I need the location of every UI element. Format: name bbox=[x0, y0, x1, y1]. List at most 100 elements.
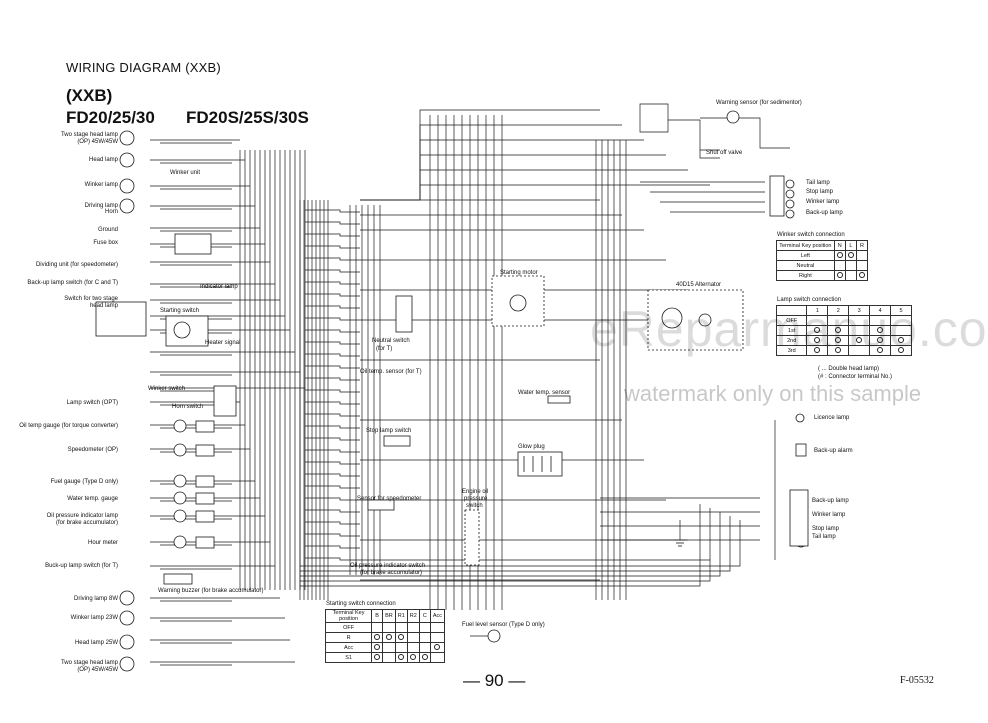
glow-plug-block bbox=[517, 451, 563, 477]
lamp-housing bbox=[789, 489, 809, 547]
table-row-label: OFF bbox=[324, 622, 373, 633]
wire bbox=[360, 184, 710, 201]
wire bbox=[699, 149, 720, 159]
wire bbox=[305, 257, 360, 261]
connection-dot bbox=[898, 336, 905, 343]
table-cell bbox=[382, 632, 396, 643]
table-cell bbox=[844, 270, 857, 281]
table-cell bbox=[394, 632, 408, 643]
table-cell bbox=[418, 652, 431, 663]
table-cell bbox=[429, 642, 446, 653]
connection-dot bbox=[858, 271, 865, 278]
left-component-label: Water temp. gauge bbox=[67, 496, 118, 502]
table-cell bbox=[382, 652, 396, 663]
table-cell bbox=[833, 250, 846, 261]
left-component-label: Head lamp 25W bbox=[74, 640, 118, 646]
wire bbox=[305, 209, 360, 213]
lamp-symbol bbox=[119, 656, 135, 672]
water-sensor-symbol bbox=[547, 395, 571, 404]
connection-dot bbox=[410, 653, 417, 660]
connection-dot bbox=[814, 346, 821, 353]
center-component-label: Oil pressure indicator switch bbox=[350, 563, 426, 569]
buzzer-box bbox=[163, 573, 193, 585]
diagram-title: WIRING DIAGRAM (XXB) bbox=[66, 60, 221, 75]
table-cell bbox=[855, 250, 869, 261]
wire bbox=[305, 293, 360, 297]
left-component-label: Ground bbox=[97, 227, 118, 233]
wire bbox=[305, 413, 360, 417]
left-component-label: Hour meter bbox=[87, 540, 118, 546]
gauge-connector bbox=[195, 420, 215, 433]
gauge-symbol bbox=[173, 474, 187, 488]
wire bbox=[305, 329, 360, 333]
lamp-symbol bbox=[785, 179, 795, 189]
table-cell bbox=[833, 260, 846, 271]
wire bbox=[305, 485, 360, 489]
stop-lamp-switch-box bbox=[383, 435, 411, 447]
connection-dot bbox=[374, 643, 381, 650]
center-component-label: Fuel level sensor (Type D only) bbox=[462, 622, 545, 628]
left-component-label: Horn bbox=[104, 209, 118, 215]
oil-switch-block bbox=[464, 509, 480, 566]
gauge-symbol bbox=[173, 535, 187, 549]
lamp-symbol bbox=[785, 209, 795, 219]
right-component-label: Winker lamp bbox=[806, 199, 840, 205]
connection-dot bbox=[836, 251, 843, 258]
center-component-label: Horn switch bbox=[172, 404, 204, 410]
table-row-label: 3rd bbox=[775, 345, 808, 356]
lamp-table-title: Lamp switch connection bbox=[777, 297, 842, 303]
right-component-label: Back-up lamp bbox=[806, 210, 843, 216]
wire bbox=[305, 437, 360, 441]
right-component-label: Shut off valve bbox=[706, 150, 743, 156]
starting-table-title: Starting switch connection bbox=[326, 601, 396, 607]
fuse-box bbox=[174, 233, 212, 255]
gauge-symbol bbox=[173, 509, 187, 523]
table-header-cell: B bbox=[371, 609, 384, 623]
lamp-symbol bbox=[119, 152, 135, 168]
table-cell bbox=[394, 652, 408, 663]
table-header-cell: Acc bbox=[429, 609, 446, 623]
left-component-sublabel: head lamp bbox=[89, 303, 118, 309]
table-row-label: Left bbox=[776, 250, 835, 261]
wire bbox=[305, 401, 360, 405]
table-cell bbox=[406, 632, 420, 643]
table-cell bbox=[855, 260, 869, 271]
table-cell bbox=[855, 270, 869, 281]
wire bbox=[305, 269, 360, 273]
center-component-label: Neutral switch bbox=[372, 338, 410, 344]
connection-dot bbox=[898, 346, 905, 353]
center-component-label: Winker switch bbox=[148, 386, 186, 392]
wire bbox=[300, 516, 731, 572]
table-header-cell: BR bbox=[382, 609, 396, 623]
wire bbox=[305, 365, 360, 369]
lamp-symbol bbox=[119, 178, 135, 194]
right-component-label: Tail lamp bbox=[812, 534, 836, 540]
connection-dot bbox=[856, 336, 863, 343]
connection-dot bbox=[814, 336, 821, 343]
left-component-label: Oil temp gauge (for torque converter) bbox=[19, 423, 118, 429]
left-component-sublabel: (OP) 45W/45W bbox=[77, 139, 118, 145]
table-cell bbox=[418, 622, 431, 633]
connection-dot bbox=[835, 336, 842, 343]
wire bbox=[639, 103, 669, 133]
gauge-connector bbox=[195, 444, 215, 457]
table-cell bbox=[418, 632, 431, 643]
motor-symbol bbox=[509, 294, 527, 312]
lamp-symbol bbox=[119, 610, 135, 626]
lamp-symbol bbox=[119, 590, 135, 606]
wire bbox=[305, 305, 360, 309]
lamp-table-legend-1: ( ... Double head lamp) bbox=[818, 366, 880, 372]
table-cell bbox=[844, 260, 857, 271]
left-component-label: Winker lamp bbox=[84, 182, 118, 188]
gauge-symbol bbox=[173, 419, 187, 433]
wire bbox=[305, 533, 360, 537]
starting-switch-symbol bbox=[173, 321, 191, 339]
connection-dot bbox=[398, 633, 405, 640]
center-component-label: Starting motor bbox=[500, 270, 538, 276]
table-cell bbox=[371, 642, 384, 653]
table-row-label: R bbox=[324, 632, 373, 643]
connection-dot bbox=[814, 326, 821, 333]
table-cell bbox=[371, 652, 384, 663]
wire bbox=[305, 473, 360, 477]
